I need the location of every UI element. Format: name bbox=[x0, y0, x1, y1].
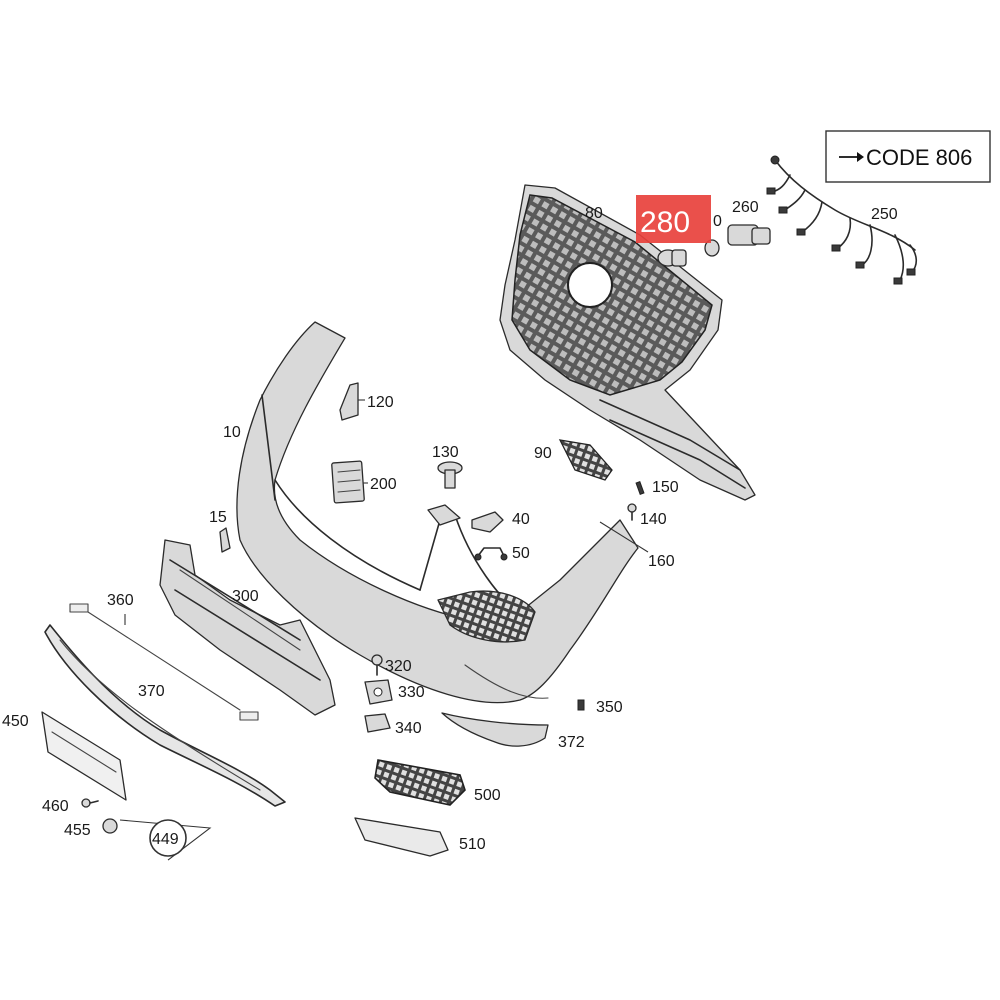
label-320: 320 bbox=[385, 658, 412, 675]
sensor-ring-270 bbox=[704, 239, 720, 257]
label-250: 250 bbox=[871, 206, 898, 223]
lower-grille-500 bbox=[374, 759, 466, 806]
moulding-strip-370 bbox=[44, 624, 286, 807]
clip-15 bbox=[219, 527, 231, 553]
trim-372 bbox=[441, 712, 549, 747]
strip-360 bbox=[69, 603, 259, 721]
bracket-bumper-15 bbox=[427, 504, 461, 526]
label-372: 372 bbox=[558, 734, 585, 751]
impact-absorber-300 bbox=[159, 539, 336, 716]
label-40: 40 bbox=[512, 511, 530, 528]
label-450: 450 bbox=[2, 713, 29, 730]
bracket-120 bbox=[339, 382, 359, 421]
label-330: 330 bbox=[398, 684, 425, 701]
pin-150 bbox=[635, 481, 645, 495]
parking-sensor-260 bbox=[727, 224, 771, 246]
plug-455 bbox=[102, 818, 118, 834]
label-350: 350 bbox=[596, 699, 623, 716]
grille-insert-90 bbox=[558, 439, 613, 481]
label-80: 80 bbox=[585, 205, 603, 222]
label-370: 370 bbox=[138, 683, 165, 700]
label-340: 340 bbox=[395, 720, 422, 737]
front-grille bbox=[499, 184, 756, 501]
label-510: 510 bbox=[459, 836, 486, 853]
label-300: 300 bbox=[232, 588, 259, 605]
label-270-partial: 0 bbox=[713, 213, 722, 230]
label-449: 449 bbox=[152, 831, 179, 848]
label-200: 200 bbox=[370, 476, 397, 493]
screw-140 bbox=[627, 503, 637, 521]
label-15: 15 bbox=[209, 509, 227, 526]
wiring-harness bbox=[766, 155, 918, 285]
label-160: 160 bbox=[648, 553, 675, 570]
cover-40 bbox=[471, 511, 504, 533]
label-260: 260 bbox=[732, 199, 759, 216]
label-10: 10 bbox=[223, 424, 241, 441]
clip-130 bbox=[437, 461, 463, 489]
leader-lines bbox=[124, 399, 649, 625]
label-90: 90 bbox=[534, 445, 552, 462]
label-460: 460 bbox=[42, 798, 69, 815]
license-plate-bracket-450 bbox=[41, 711, 127, 801]
module-200 bbox=[331, 460, 365, 504]
code-reference-text: CODE 806 bbox=[866, 145, 972, 170]
label-140: 140 bbox=[640, 511, 667, 528]
clip-350 bbox=[577, 699, 585, 711]
arrow-right-icon bbox=[839, 152, 864, 162]
bolt-320 bbox=[371, 654, 383, 676]
label-150: 150 bbox=[652, 479, 679, 496]
highlighted-part-280[interactable]: 280 bbox=[636, 195, 711, 243]
bracket-330 bbox=[364, 679, 393, 705]
screw-460 bbox=[81, 798, 99, 808]
bumper-cover bbox=[236, 321, 639, 704]
lower-trim-510 bbox=[354, 817, 449, 857]
label-360: 360 bbox=[107, 592, 134, 609]
part-labels: 10 15 40 50 80 90 120 130 140 150 160 20… bbox=[2, 199, 898, 853]
label-455: 455 bbox=[64, 822, 91, 839]
assembly-449 bbox=[119, 819, 212, 861]
highlight-label: 280 bbox=[640, 206, 690, 239]
code-reference-box: CODE 806 bbox=[825, 130, 991, 183]
label-50: 50 bbox=[512, 545, 530, 562]
bracket-340 bbox=[364, 713, 391, 733]
label-130: 130 bbox=[432, 444, 459, 461]
sensor-holder-280 bbox=[657, 249, 687, 267]
label-500: 500 bbox=[474, 787, 501, 804]
label-120: 120 bbox=[367, 394, 394, 411]
bracket-50 bbox=[474, 547, 508, 561]
